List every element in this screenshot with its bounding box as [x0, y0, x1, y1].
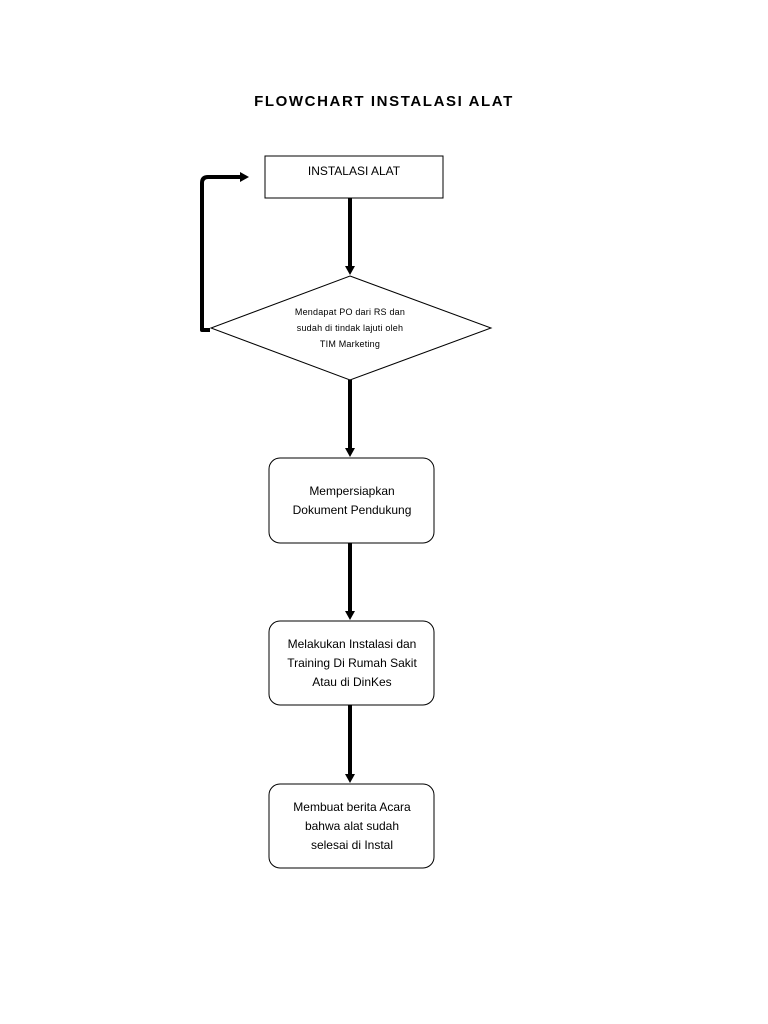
step-node-2: Melakukan Instalasi dan Training Di Ruma…: [270, 621, 434, 705]
start-node-label: INSTALASI ALAT: [265, 156, 443, 198]
step-box-3: [268, 783, 435, 869]
arrowhead-step-1-to-step-2: [345, 611, 355, 620]
arrowhead-start-to-decision: [345, 266, 355, 275]
step-2-label: Melakukan Instalasi dan Training Di Ruma…: [287, 636, 417, 689]
decision-label: Mendapat PO dari RS dan sudah di tindak …: [294, 307, 406, 349]
arrowhead-step-2-to-step-3: [345, 774, 355, 783]
decision-node-label: Mendapat PO dari RS dan sudah di tindak …: [270, 304, 430, 352]
start-label: INSTALASI ALAT: [307, 164, 401, 178]
step-1-label: Mempersiapkan Dokument Pendukung: [292, 484, 412, 517]
step-3-label: Membuat berita Acara bahwa alat sudah se…: [293, 799, 411, 852]
loop-back-arrow: [200, 175, 241, 332]
step-node-1: Mempersiapkan Dokument Pendukung: [270, 459, 434, 543]
page-title: FLOWCHART INSTALASI ALAT: [254, 93, 514, 110]
arrowhead-decision-to-step-1: [345, 448, 355, 457]
step-node-3: Membuat berita Acara bahwa alat sudah se…: [270, 784, 434, 868]
loop-back-arrowhead: [240, 172, 249, 182]
start-box: [264, 155, 444, 199]
